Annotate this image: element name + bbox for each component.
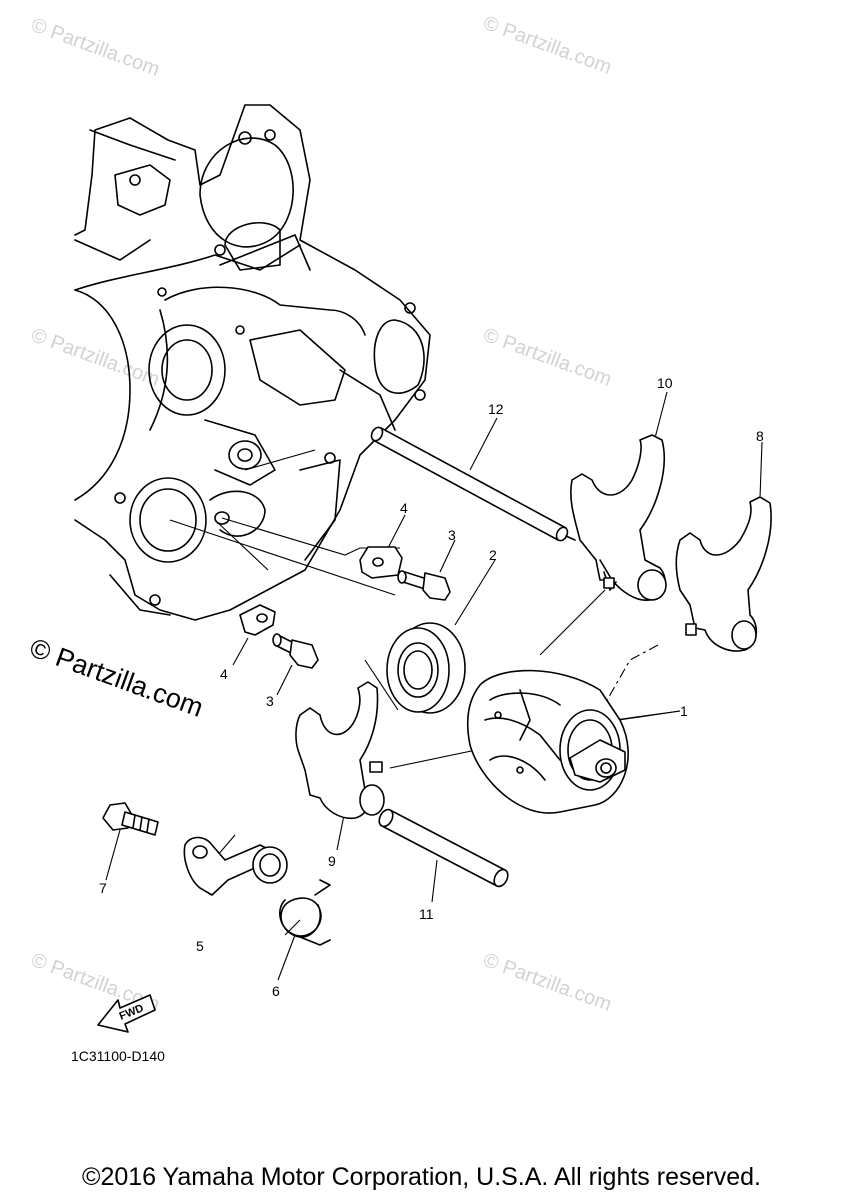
callout-8: 8 — [756, 428, 764, 444]
part-6-spring — [279, 879, 331, 946]
part-1-shift-drum — [466, 669, 629, 814]
copyright-notice: ©2016 Yamaha Motor Corporation, U.S.A. A… — [82, 1163, 761, 1191]
fwd-arrow-icon: FWD — [97, 994, 156, 1033]
part-8-shift-fork — [675, 496, 772, 652]
callout-10: 10 — [657, 375, 673, 391]
watermark-feature: © Partzilla.com — [26, 632, 207, 722]
part-4-plate-lower — [239, 604, 276, 636]
part-3-bolt-lower — [272, 633, 319, 669]
watermark: © Partzilla.com — [28, 324, 162, 391]
watermark: © Partzilla.com — [480, 949, 614, 1016]
watermark: © Partzilla.com — [480, 12, 614, 79]
callout-1: 1 — [680, 703, 688, 719]
part-5-lever — [183, 836, 288, 896]
part-2-bearing — [386, 622, 466, 714]
callout-9: 9 — [328, 853, 336, 869]
callout-4-upper: 4 — [400, 500, 408, 516]
callout-5: 5 — [196, 938, 204, 954]
part-3-bolt-upper — [397, 570, 451, 601]
callouts: 1 2 3 3 4 4 5 6 7 8 9 10 11 — [99, 375, 764, 999]
callout-12: 12 — [488, 401, 504, 417]
callout-4-lower: 4 — [220, 666, 228, 682]
watermark: © Partzilla.com — [28, 14, 162, 81]
callout-7: 7 — [99, 880, 107, 896]
watermark: © Partzilla.com — [480, 324, 614, 391]
callout-6: 6 — [272, 983, 280, 999]
part-12-shaft — [370, 426, 576, 542]
crankcase — [74, 104, 431, 621]
part-9-shift-fork — [295, 681, 385, 820]
callout-2: 2 — [489, 547, 497, 563]
callout-3-lower: 3 — [266, 693, 274, 709]
part-4-plate-upper — [359, 546, 403, 579]
callout-11: 11 — [419, 906, 434, 922]
part-10-shift-fork — [570, 434, 667, 601]
diagram-code: 1C31100-D140 — [71, 1048, 165, 1064]
part-7-bolt — [102, 802, 159, 836]
part-11-shaft — [378, 808, 509, 888]
callout-3-upper: 3 — [448, 527, 456, 543]
